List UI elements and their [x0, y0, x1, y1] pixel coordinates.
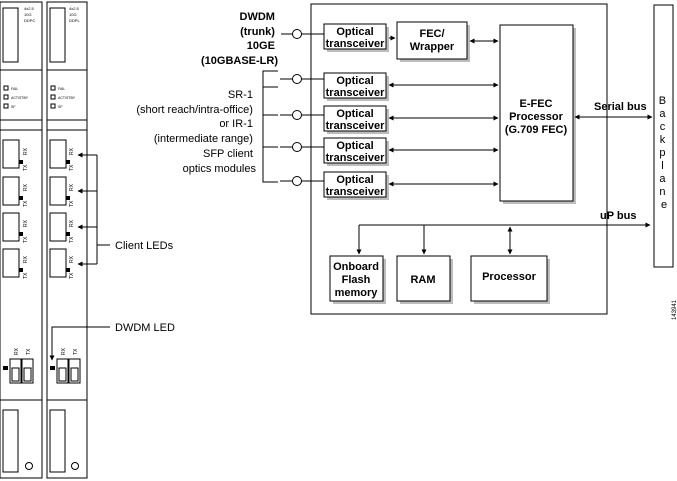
sfp-bracket	[262, 70, 278, 183]
block-diagram: DWDM (trunk) 10GE (10GBASE-LR) SR-1 (sho…	[136, 3, 677, 320]
client-led-4	[66, 268, 70, 272]
card-1-sfp-ports	[2, 139, 23, 278]
svg-text:RX: RX	[23, 183, 29, 191]
card-2-label-line-1: 4x2.5	[69, 6, 80, 11]
svg-text:RX: RX	[61, 347, 67, 355]
svg-text:RX: RX	[23, 219, 29, 227]
svg-text:RX: RX	[69, 183, 75, 191]
card-2-led-act-stby: ACT/STBY	[58, 96, 76, 100]
svg-text:RX: RX	[69, 219, 75, 227]
dwdm-led-callout: DWDM LED	[49, 322, 175, 361]
card-1-label-line-3: DDPC	[24, 18, 35, 23]
svg-text:TX: TX	[23, 164, 29, 171]
svg-text:TX: TX	[69, 272, 75, 279]
backplane-label: B a c k p l a n e	[659, 95, 669, 211]
svg-text:TX: TX	[73, 348, 79, 355]
card-2-led-sf: SF	[58, 105, 62, 109]
backplane: B a c k p l a n e	[653, 4, 674, 268]
card-1-label-line-2: 10G	[24, 12, 32, 17]
svg-text:RX: RX	[69, 255, 75, 263]
card-1-latch-top	[2, 7, 19, 63]
card-2-label-line-2: 10G	[69, 12, 77, 17]
fec-wrapper-block: FEC/Wrapper	[396, 21, 470, 62]
serial-bus-label: Serial bus	[594, 101, 647, 113]
card-2-port-labels: RX TX RX TX RX TX RX TX RX TX	[61, 147, 79, 355]
card-faceplate-1: 4x2.5 10G DDPC FAIL ACT/STBY SF RX TX RX…	[0, 1, 43, 479]
svg-text:TX: TX	[23, 272, 29, 279]
figure-id: 143941	[672, 299, 677, 320]
svg-text:RX: RX	[23, 255, 29, 263]
sfp-client-text: SR-1 (short reach/intra-office) or IR-1 …	[136, 89, 256, 175]
svg-text:TX: TX	[69, 236, 75, 243]
client-led-1	[66, 160, 70, 164]
client-led-3	[66, 232, 70, 236]
svg-text:TX: TX	[23, 200, 29, 207]
svg-text:TX: TX	[69, 200, 75, 207]
card-2-led-fail: FAIL	[58, 87, 65, 91]
card-1-latch-bottom	[2, 409, 19, 473]
ram-block: RAM	[396, 255, 453, 304]
svg-text:FEC/Wrapper: FEC/Wrapper	[410, 28, 455, 53]
processor-block: Processor	[470, 255, 550, 304]
svg-text:RX: RX	[69, 147, 75, 155]
svg-text:TX: TX	[23, 236, 29, 243]
client-led-2	[66, 196, 70, 200]
card-2-dwdm-led	[50, 366, 55, 370]
card-2-latch-bottom	[49, 409, 66, 473]
client-leds-callout: Client LEDs	[77, 152, 174, 267]
card-2-label-line-3: DDPL	[69, 18, 80, 23]
card-1-led-fail: FAIL	[11, 87, 18, 91]
up-bus-label: uP bus	[600, 210, 636, 222]
svg-text:RX: RX	[23, 147, 29, 155]
card-2-sfp-ports	[49, 139, 70, 278]
card-1-label-line-1: 4x2.5	[24, 6, 35, 11]
svg-text:Processor: Processor	[482, 271, 537, 283]
card-1-led-sf: SF	[11, 105, 15, 109]
dwdm-trunk-text: DWDM (trunk) 10GE (10GBASE-LR)	[201, 11, 278, 67]
card-1-dwdm-led	[3, 366, 8, 370]
card-2-latch-top	[49, 7, 66, 63]
card-faceplate-2: 4x2.5 10G DDPL FAIL ACT/STBY SF RX TX RX…	[46, 1, 88, 479]
card-1-led-act-stby: ACT/STBY	[11, 96, 29, 100]
dwdm-led-label: DWDM LED	[115, 322, 175, 334]
card-1-port-labels: RX TX RX TX RX TX RX TX RX TX	[14, 147, 32, 355]
svg-text:TX: TX	[69, 164, 75, 171]
svg-text:RX: RX	[14, 347, 20, 355]
svg-text:TX: TX	[26, 348, 32, 355]
client-leds-label: Client LEDs	[115, 240, 174, 252]
svg-text:RAM: RAM	[410, 274, 435, 286]
